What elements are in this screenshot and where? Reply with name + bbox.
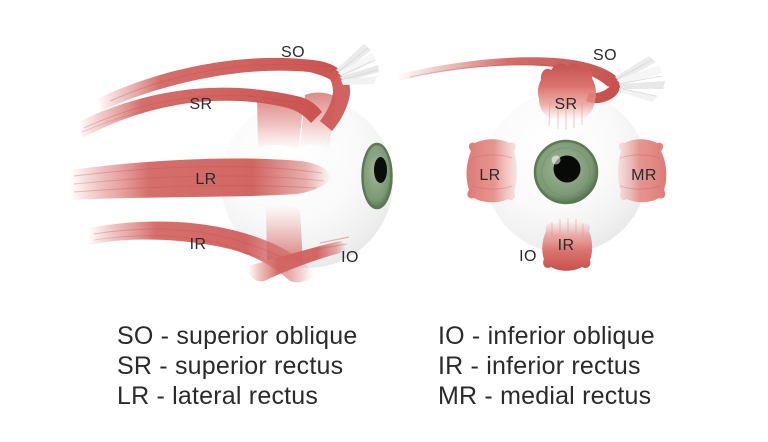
superior-rectus-muscle [78,87,322,138]
label-superior-rectus: SR [554,96,577,113]
label-lateral-rectus: LR [479,167,500,184]
legend-item-io: IO - inferior oblique [438,322,655,350]
legend-column-right: IO - inferior oblique IR - inferior rect… [438,321,655,411]
superior-oblique-reflected-tendon [320,71,351,131]
superior-rectus-muscle [537,63,596,121]
lateral-rectus-muscle [466,139,517,203]
trochlea-tendon [615,56,665,102]
legend-item-mr: MR - medial rectus [438,382,652,410]
legend-item-lr: LR - lateral rectus [117,382,319,410]
label-inferior-oblique: IO [519,248,537,265]
inferior-rectus-muscle [88,221,314,283]
label-lateral-rectus: LR [195,171,216,188]
legend-item-ir: IR - inferior rectus [438,352,641,380]
frontal-view: SO SR LR MR IR IO [396,47,667,271]
label-inferior-oblique: IO [341,249,359,266]
lateral-rectus-muscle [70,158,332,200]
legend-column-left: SO - superior oblique SR - superior rect… [117,321,357,411]
legend-item-sr: SR - superior rectus [117,352,344,380]
superior-oblique-muscle [97,57,341,111]
pupil [374,157,387,183]
lateral-view: SO SR LR IR IO [70,44,393,283]
legend-item-so: SO - superior oblique [117,322,358,350]
label-inferior-rectus: IR [558,237,575,254]
inferior-oblique-muscle [248,241,347,282]
pupil-highlight [551,155,561,165]
pupil [553,155,581,183]
trochlea-tendon [336,44,379,85]
label-inferior-rectus: IR [190,236,207,253]
label-superior-oblique: SO [593,47,617,64]
label-superior-oblique: SO [281,44,305,61]
label-superior-rectus: SR [189,96,212,113]
label-medial-rectus: MR [631,167,657,184]
medial-rectus-muscle [618,139,667,203]
inferior-rectus-muscle [542,220,593,271]
